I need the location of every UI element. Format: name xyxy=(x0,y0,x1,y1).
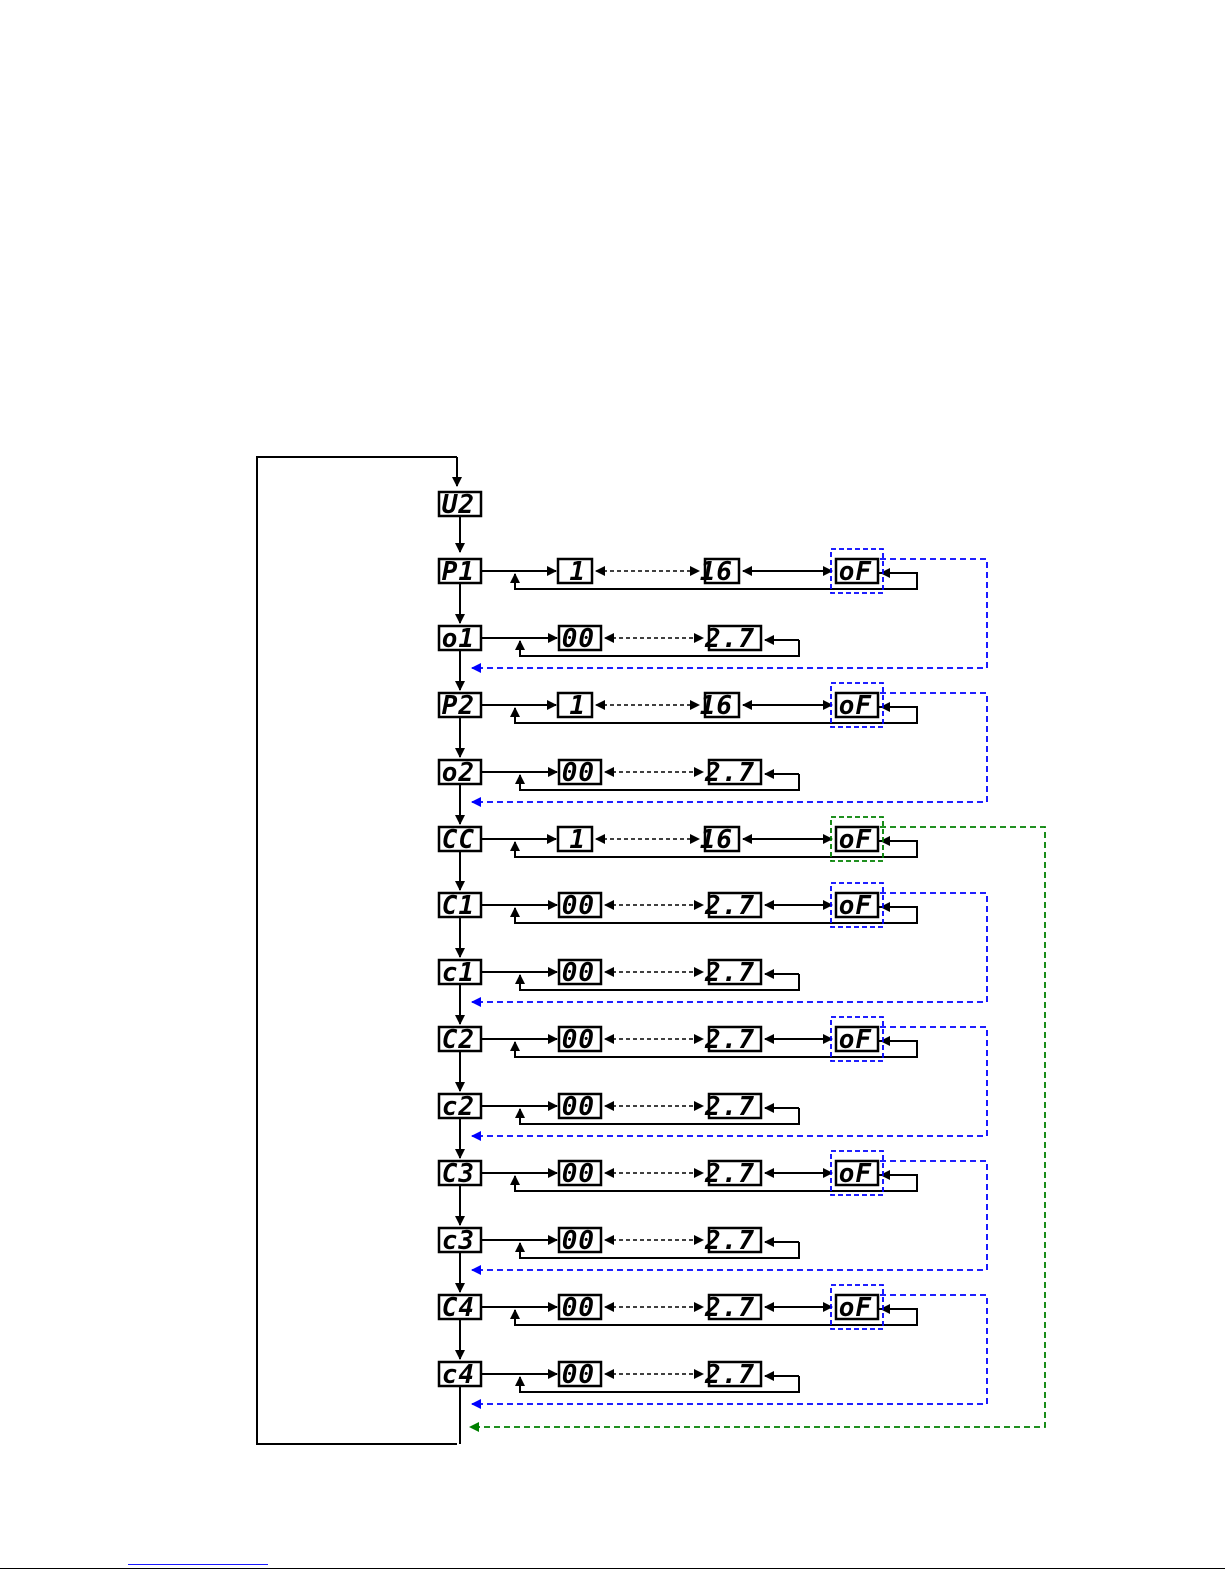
footer-link-underline xyxy=(128,1564,268,1565)
row-C4-value-off: oF xyxy=(836,1293,878,1323)
return-loop-line xyxy=(257,457,457,1444)
display-value: 00 xyxy=(562,1360,595,1390)
row-C1-value-off: oF xyxy=(836,891,878,921)
row-c4-value-last: 2.7 xyxy=(704,1360,761,1390)
row-C3-value-off: oF xyxy=(836,1159,878,1189)
display-value: 00 xyxy=(562,1293,595,1323)
display-value: 2.7 xyxy=(704,958,755,988)
row-C3-node: C3 xyxy=(439,1159,481,1189)
row-CC-node: CC xyxy=(439,825,481,855)
display-value: 00 xyxy=(562,758,595,788)
display-value: 2.7 xyxy=(704,1293,755,1323)
start-node-display: U2 xyxy=(439,490,481,520)
row-c2-value-first: 00 xyxy=(559,1092,601,1122)
display-value: oF xyxy=(839,557,873,587)
row-c1-value-first: 00 xyxy=(559,958,601,988)
row-c4-value-first: 00 xyxy=(559,1360,601,1390)
row-C2-node: C2 xyxy=(439,1025,481,1055)
row-CC-value-last: 16 xyxy=(700,825,739,855)
row-o1-node: o1 xyxy=(439,624,481,654)
display-value: P1 xyxy=(442,557,475,587)
row-c2-node: c2 xyxy=(439,1092,481,1122)
display-value: 2.7 xyxy=(704,891,755,921)
row-C1-value-last: 2.7 xyxy=(704,891,761,921)
display-value: 2.7 xyxy=(704,758,755,788)
display-value: c3 xyxy=(442,1226,475,1256)
row-P1-value-first: 1 xyxy=(558,557,592,587)
row-C1-value-first: 00 xyxy=(559,891,601,921)
row-P2-value-off: oF xyxy=(836,691,878,721)
row-C4-node: C4 xyxy=(439,1293,481,1323)
display-value: 00 xyxy=(562,1092,595,1122)
display-value: 1 xyxy=(569,691,586,721)
row-o2-value-last: 2.7 xyxy=(704,758,761,788)
display-value: C3 xyxy=(442,1159,475,1189)
row-C4-value-first: 00 xyxy=(559,1293,601,1323)
row-C2-value-last: 2.7 xyxy=(704,1025,761,1055)
display-value: 2.7 xyxy=(704,624,755,654)
footer-rule xyxy=(0,1568,1225,1569)
row-CC-value-first: 1 xyxy=(558,825,592,855)
display-value: 2.7 xyxy=(704,1025,755,1055)
row-C3-value-first: 00 xyxy=(559,1159,601,1189)
display-value: 1 xyxy=(569,825,586,855)
display-value: 00 xyxy=(562,1159,595,1189)
display-value: C1 xyxy=(442,891,475,921)
display-value: oF xyxy=(839,1159,873,1189)
display-value: 2.7 xyxy=(704,1360,755,1390)
display-value: c1 xyxy=(442,958,475,988)
row-C2-value-off: oF xyxy=(836,1025,878,1055)
row-C1-node: C1 xyxy=(439,891,481,921)
display-value: oF xyxy=(839,1025,873,1055)
display-value: 2.7 xyxy=(704,1226,755,1256)
display-value: 00 xyxy=(562,958,595,988)
display-value: oF xyxy=(839,691,873,721)
row-C2-value-first: 00 xyxy=(559,1025,601,1055)
row-o2-node: o2 xyxy=(439,758,481,788)
row-P2-value-first: 1 xyxy=(558,691,592,721)
row-P1-value-off: oF xyxy=(836,557,878,587)
display-value: c2 xyxy=(442,1092,475,1122)
display-value: 00 xyxy=(562,1226,595,1256)
display-value: 16 xyxy=(700,691,733,721)
display-value: 00 xyxy=(562,891,595,921)
row-P1-value-last: 16 xyxy=(700,557,739,587)
row-c1-node: c1 xyxy=(439,958,481,988)
row-C3-value-last: 2.7 xyxy=(704,1159,761,1189)
row-P1-node: P1 xyxy=(439,557,481,587)
display-value: o2 xyxy=(442,758,475,788)
display-value: 2.7 xyxy=(704,1159,755,1189)
display-value: c4 xyxy=(442,1360,475,1390)
row-C4-value-last: 2.7 xyxy=(704,1293,761,1323)
display-value: o1 xyxy=(442,624,475,654)
row-P2-value-last: 16 xyxy=(700,691,739,721)
row-c1-value-last: 2.7 xyxy=(704,958,761,988)
display-value: C4 xyxy=(442,1293,475,1323)
row-c4-node: c4 xyxy=(439,1360,481,1390)
display-value: P2 xyxy=(442,691,475,721)
display-value: oF xyxy=(839,825,873,855)
row-o1-value-first: 00 xyxy=(559,624,601,654)
display-value: oF xyxy=(839,1293,873,1323)
display-value: 1 xyxy=(569,557,586,587)
display-value: oF xyxy=(839,891,873,921)
display-value: U2 xyxy=(442,490,475,520)
row-CC-value-off: oF xyxy=(836,825,878,855)
display-value: 16 xyxy=(700,825,733,855)
row-c2-value-last: 2.7 xyxy=(704,1092,761,1122)
display-value: 16 xyxy=(700,557,733,587)
display-value: C2 xyxy=(442,1025,475,1055)
display-value: CC xyxy=(442,825,475,855)
display-value: 00 xyxy=(562,624,595,654)
row-c3-node: c3 xyxy=(439,1226,481,1256)
row-c3-value-last: 2.7 xyxy=(704,1226,761,1256)
display-value: 00 xyxy=(562,1025,595,1055)
row-o1-value-last: 2.7 xyxy=(704,624,761,654)
row-o2-value-first: 00 xyxy=(559,758,601,788)
row-c3-value-first: 00 xyxy=(559,1226,601,1256)
row-P2-node: P2 xyxy=(439,691,481,721)
display-value: 2.7 xyxy=(704,1092,755,1122)
